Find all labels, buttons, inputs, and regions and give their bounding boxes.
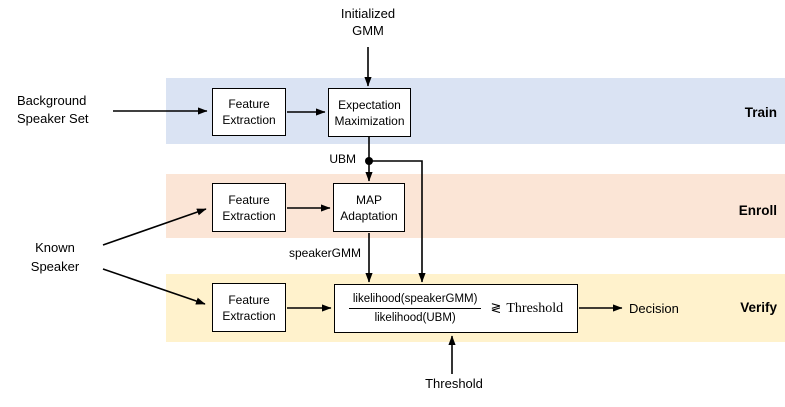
greater-less-relation-symbol: ≷ [490, 300, 502, 316]
known-speaker-line1: Known [35, 240, 75, 255]
initialized-gmm-label: Initialized GMM [318, 5, 418, 39]
fraction-numerator: likelihood(speakerGMM) [352, 293, 478, 305]
fe-train-line1: Feature [228, 97, 270, 111]
initialized-gmm-line1: Initialized [340, 6, 396, 21]
map-adaptation-box: MAP Adaptation [333, 183, 405, 232]
fe-enroll-line1: Feature [228, 192, 270, 207]
feature-extraction-train-box: Feature Extraction [212, 88, 286, 136]
known-speaker-label: Known Speaker [18, 238, 92, 276]
decision-output-label: Decision [629, 301, 679, 316]
formula-threshold-term: Threshold [506, 300, 564, 316]
background-speaker-set-label: Background Speaker Set [17, 92, 89, 128]
fe-train-line2: Extraction [222, 113, 276, 127]
em-line2: Maximization [334, 113, 405, 128]
expectation-maximization-box: Expectation Maximization [328, 88, 411, 137]
ubm-junction-dot [365, 157, 373, 165]
background-speaker-set-line1: Background [17, 93, 87, 108]
threshold-input-label: Threshold [425, 376, 483, 391]
known-speaker-line2: Speaker [30, 259, 80, 274]
fraction-denominator: likelihood(UBM) [348, 308, 482, 325]
fe-verify-line2: Extraction [222, 308, 276, 323]
enroll-band-label: Enroll [738, 203, 777, 218]
background-speaker-set-line2: Speaker Set [17, 111, 89, 126]
initialized-gmm-line2: GMM [352, 23, 384, 38]
speakergmm-signal-label: speakerGMM [288, 246, 362, 260]
train-band-label: Train [744, 105, 777, 120]
map-line1: MAP [355, 192, 382, 207]
likelihood-fraction: likelihood(speakerGMM) likelihood(UBM) [348, 292, 482, 325]
likelihood-ratio-formula-box: likelihood(speakerGMM) likelihood(UBM) ≷… [334, 284, 578, 333]
verify-band-label: Verify [740, 300, 777, 315]
map-line2: Adaptation [340, 208, 398, 223]
feature-extraction-verify-box: Feature Extraction [212, 283, 286, 332]
em-line1: Expectation [338, 97, 401, 112]
fe-enroll-line2: Extraction [222, 208, 276, 223]
ubm-signal-label: UBM [329, 152, 356, 166]
fe-verify-line1: Feature [228, 292, 270, 307]
feature-extraction-enroll-box: Feature Extraction [212, 183, 286, 232]
